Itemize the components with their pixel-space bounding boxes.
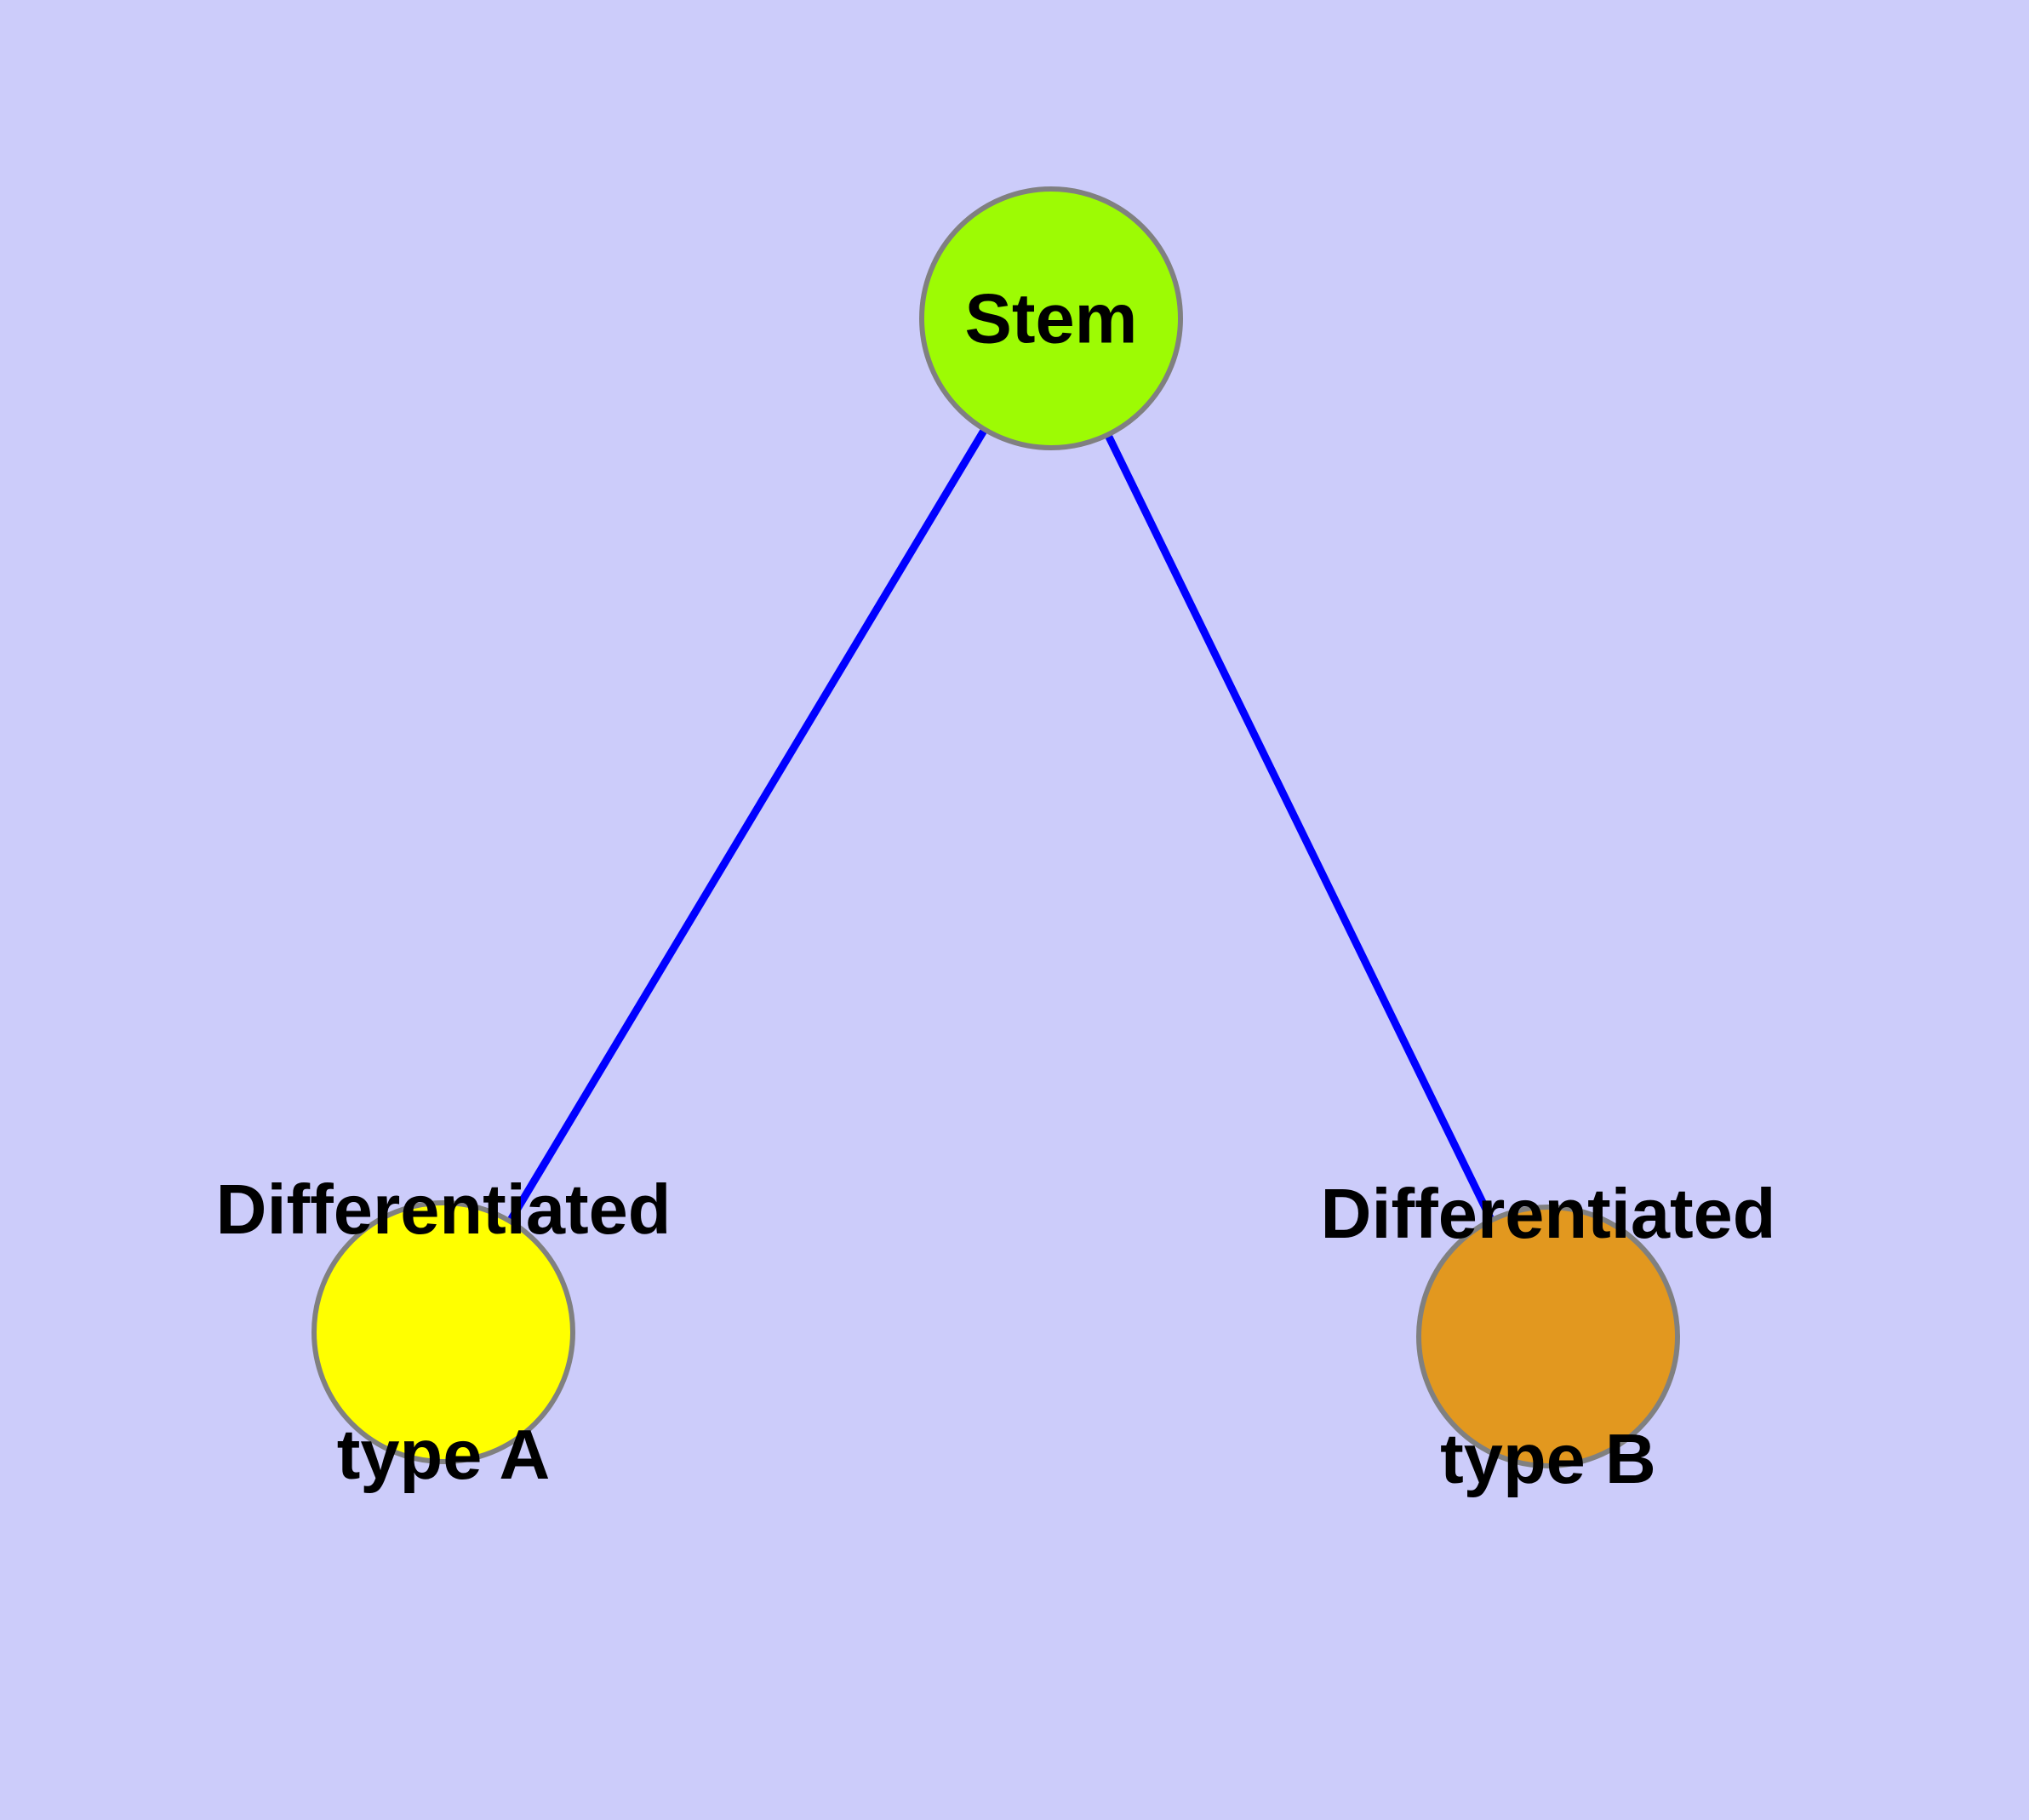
- edge-stem-to-differentiated-type-a[interactable]: [440, 316, 1055, 1335]
- node-differentiated-type-a[interactable]: [311, 1200, 575, 1464]
- nodes-group: [311, 186, 1680, 1468]
- edge-stem-to-differentiated-type-b[interactable]: [1047, 317, 1552, 1338]
- edges-group: [440, 316, 1552, 1338]
- node-stem[interactable]: [919, 186, 1183, 450]
- node-differentiated-type-b[interactable]: [1416, 1205, 1680, 1468]
